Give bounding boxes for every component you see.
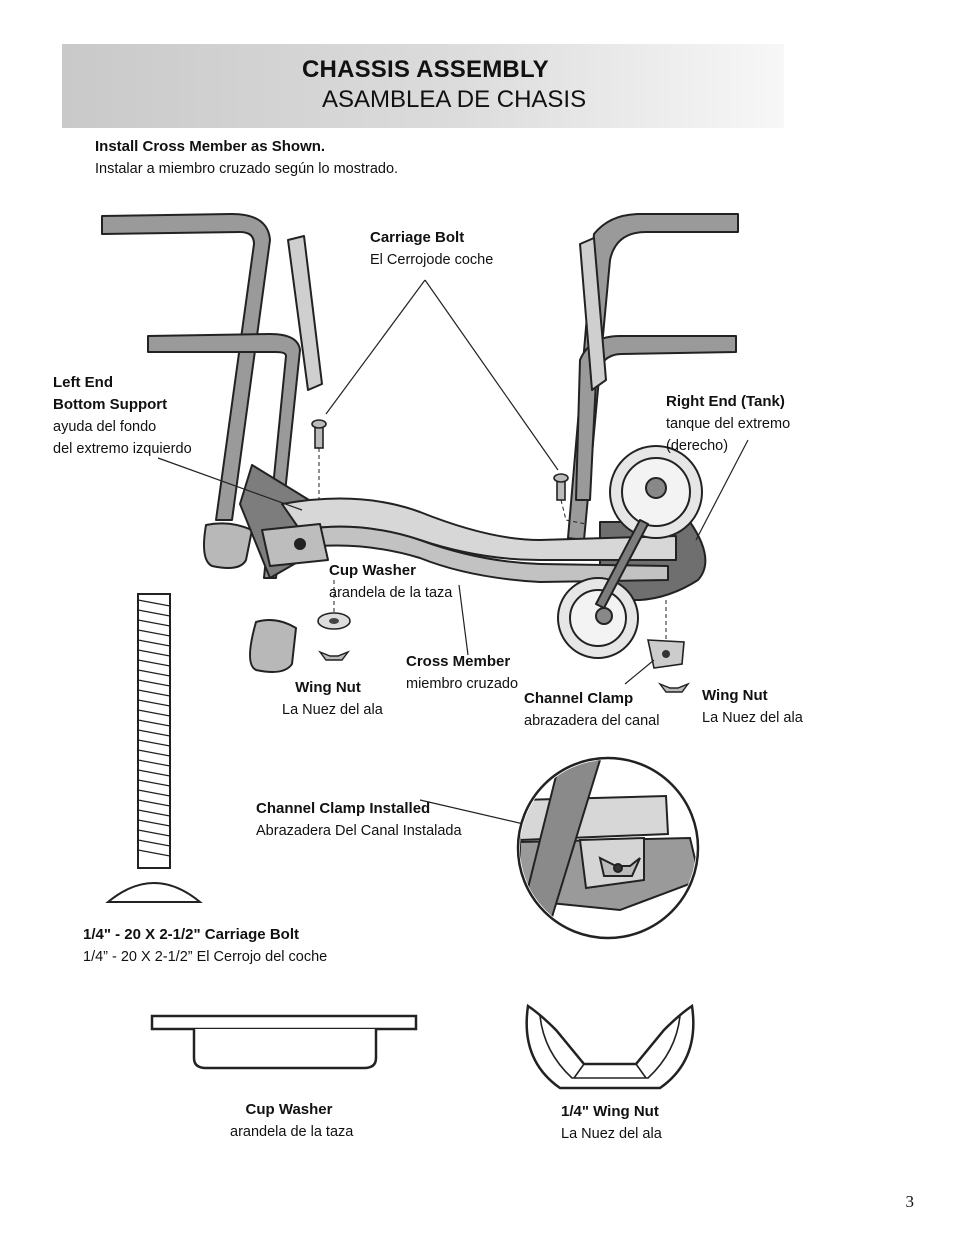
label-channel-clamp-es: abrazadera del canal (524, 713, 660, 729)
label-bolt-spec-es: 1/4” - 20 X 2-1/2” El Cerrojo del coche (83, 949, 328, 965)
label-wing-nut-detail: 1/4" Wing Nut La Nuez del ala (561, 1101, 662, 1145)
label-wing-nut-detail-es: La Nuez del ala (561, 1126, 662, 1142)
clamp-detail-circle (516, 756, 700, 940)
label-channel-clamp: Channel Clamp abrazadera del canal (524, 688, 659, 732)
page-number: 3 (905, 1192, 915, 1211)
label-wing-nut-left-en: Wing Nut (295, 679, 361, 696)
label-right-end-en: Right End (Tank) (666, 393, 785, 410)
cup-washer-drawing (150, 1014, 418, 1070)
wing-nut-drawing (525, 1003, 695, 1090)
page-title: CHASSIS ASSEMBLY (302, 56, 549, 83)
label-carriage-bolt-es: El Cerrojode coche (370, 252, 494, 268)
label-channel-clamp-en: Channel Clamp (524, 690, 634, 707)
label-bolt-spec-en: 1/4" - 20 X 2-1/2" Carriage Bolt (83, 926, 299, 943)
label-wing-nut-detail-en: 1/4" Wing Nut (561, 1103, 659, 1120)
label-clamp-installed-es: Abrazadera Del Canal Instalada (256, 823, 462, 839)
label-wing-nut-left-es: La Nuez del ala (282, 702, 383, 718)
label-cross-member: Cross Member miembro cruzado (406, 651, 518, 695)
label-carriage-bolt: Carriage Bolt El Cerrojode coche (370, 227, 493, 271)
label-left-end-en2: Bottom Support (53, 396, 168, 413)
label-cup-washer-detail-en: Cup Washer (245, 1101, 333, 1118)
label-cup-washer-es: arandela de la taza (329, 585, 453, 601)
label-left-end: Left End Bottom Support ayuda del fondo … (53, 372, 192, 460)
label-cross-member-es: miembro cruzado (406, 676, 519, 692)
label-cup-washer-en: Cup Washer (329, 562, 416, 579)
label-left-end-es2: del extremo izquierdo (53, 441, 192, 457)
carriage-bolt-drawing (105, 593, 203, 903)
label-right-end-es2: (derecho) (666, 438, 729, 454)
label-cup-washer-detail: Cup Washer arandela de la taza (230, 1099, 354, 1143)
instruction-en: Install Cross Member as Shown. (95, 138, 326, 155)
label-clamp-installed: Channel Clamp Installed Abrazadera Del C… (256, 798, 462, 842)
label-left-end-es1: ayuda del fondo (53, 419, 157, 435)
label-bolt-spec: 1/4" - 20 X 2-1/2" Carriage Bolt 1/4” - … (83, 924, 327, 968)
label-wing-nut-left: Wing Nut La Nuez del ala (282, 677, 383, 721)
label-carriage-bolt-en: Carriage Bolt (370, 229, 465, 246)
label-clamp-installed-en: Channel Clamp Installed (256, 800, 431, 817)
label-right-end-es1: tanque del extremo (666, 416, 791, 432)
label-right-end: Right End (Tank) tanque del extremo (der… (666, 391, 790, 457)
label-cup-washer-detail-es: arandela de la taza (230, 1124, 354, 1140)
label-cup-washer: Cup Washer arandela de la taza (329, 560, 452, 604)
title-banner (62, 44, 784, 128)
label-cross-member-en: Cross Member (406, 653, 511, 670)
label-wing-nut-right-es: La Nuez del ala (702, 710, 803, 726)
instruction-es: Instalar a miembro cruzado según lo most… (95, 161, 399, 177)
label-wing-nut-right-en: Wing Nut (702, 687, 768, 704)
page-title-spanish: ASAMBLEA DE CHASIS (322, 86, 587, 113)
instruction: Install Cross Member as Shown. Instalar … (95, 136, 398, 180)
label-left-end-en1: Left End (53, 374, 113, 391)
label-wing-nut-right: Wing Nut La Nuez del ala (702, 685, 803, 729)
